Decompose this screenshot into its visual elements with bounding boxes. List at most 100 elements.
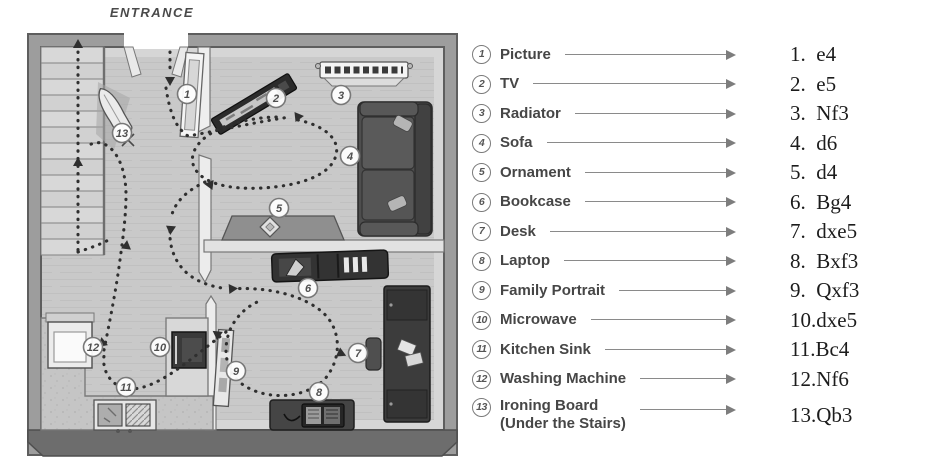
legend-row: 1 Picture 1. e4	[472, 40, 951, 70]
staircase	[40, 46, 106, 256]
move-label: 11.Bc4	[790, 337, 850, 362]
legend-row: 11 Kitchen Sink 11.Bc4	[472, 335, 951, 365]
move-label: 1. e4	[790, 42, 837, 67]
item-label-line2: (Under the Stairs)	[500, 415, 626, 432]
ornament-table	[221, 215, 345, 241]
plan-marker-circle	[330, 84, 352, 106]
plan-marker-circle	[149, 336, 171, 358]
item-label-wrap: Sofa	[500, 134, 533, 152]
item-label: Microwave	[500, 311, 577, 329]
legend-row: 9 Family Portrait 9. Qxf3	[472, 276, 951, 306]
plan-marker-circle	[115, 376, 137, 398]
item-number-badge: 5	[472, 163, 491, 183]
plan-marker-number: 4	[346, 151, 353, 163]
plan-marker-circle	[268, 197, 290, 219]
legend-row: 4 Sofa 4. d6	[472, 129, 951, 159]
plan-marker-number: 12	[87, 342, 99, 354]
item-label: Kitchen Sink	[500, 340, 591, 358]
plan-marker-number: 10	[154, 342, 167, 354]
legend-row: 5 Ornament 5. d4	[472, 158, 951, 188]
plan-marker-number: 13	[116, 128, 128, 140]
plan-marker-number: 3	[338, 90, 344, 102]
mapping-arrow	[574, 108, 737, 119]
radiator	[315, 61, 413, 87]
item-number-badge: 7	[472, 222, 491, 242]
item-number-badge: 1	[472, 45, 491, 65]
item-label: TV	[500, 75, 520, 93]
plan-marker-number: 8	[316, 387, 323, 399]
microwave	[165, 317, 209, 397]
item-label: Sofa	[500, 134, 533, 152]
move-label: 5. d4	[790, 160, 838, 185]
mapping-arrow	[639, 405, 737, 415]
legend-row: 7 Desk 7. dxe5	[472, 217, 951, 247]
move-label: 13.Qb3	[790, 403, 853, 427]
mapping-arrow	[549, 226, 737, 237]
move-label: 9. Qxf3	[790, 278, 860, 303]
mapping-arrow	[546, 138, 737, 149]
plan-marker-number: 9	[233, 366, 240, 378]
plan-marker-number: 11	[120, 382, 131, 394]
move-label: 2. e5	[790, 71, 837, 96]
item-label-wrap: Washing Machine	[500, 370, 626, 388]
legend-row: 3 Radiator 3. Nf3	[472, 99, 951, 129]
mapping-arrow	[640, 374, 736, 385]
item-label-wrap: Ornament	[500, 164, 571, 182]
item-label: Laptop	[500, 252, 550, 270]
mapping-arrow	[533, 79, 736, 90]
move-label: 3. Nf3	[790, 101, 849, 126]
move-label: 7. dxe5	[790, 219, 858, 244]
legend-row: 8 Laptop 8. Bxf3	[472, 247, 951, 277]
legend-row: 13 Ironing Board (Under the Stairs) 13.Q…	[472, 397, 951, 433]
mapping-arrow	[590, 315, 737, 326]
move-label: 4. d6	[790, 130, 838, 155]
plan-marker-circle	[176, 83, 198, 105]
item-number-badge: 12	[472, 369, 491, 389]
item-label-wrap: Picture	[500, 46, 551, 64]
item-label-wrap: TV	[500, 75, 519, 93]
item-label: Ornament	[500, 163, 571, 181]
desk	[365, 285, 431, 423]
mapping-arrow	[584, 197, 737, 208]
move-label: 8. Bxf3	[790, 248, 859, 273]
plan-marker-circle	[82, 336, 104, 358]
plan-marker-number: 5	[276, 203, 283, 215]
kitchen-sink	[93, 399, 157, 433]
item-number-badge: 13	[472, 398, 491, 417]
item-label: Picture	[500, 45, 551, 63]
plan-marker-circle	[308, 381, 330, 403]
move-label: 10.dxe5	[790, 307, 858, 332]
plan-marker-circle	[297, 277, 319, 299]
plan-marker-number: 6	[305, 283, 312, 295]
item-number-badge: 11	[472, 340, 491, 360]
item-number-badge: 8	[472, 251, 491, 271]
item-number-badge: 2	[472, 74, 491, 94]
item-label: Family Portrait	[500, 281, 606, 299]
item-label-wrap: Family Portrait	[500, 282, 605, 300]
floor-plan: ENTRANCE	[27, 5, 458, 457]
legend-row: 6 Bookcase 6. Bg4	[472, 188, 951, 218]
item-number-badge: 3	[472, 104, 491, 124]
item-label: Bookcase	[500, 193, 571, 211]
plan-marker-number: 1	[184, 89, 190, 101]
plan-marker-circle	[347, 342, 369, 364]
mapping-arrow	[604, 344, 737, 355]
legend-row: 10 Microwave 10.dxe5	[472, 306, 951, 336]
laptop	[269, 399, 355, 431]
plan-marker-number: 2	[272, 93, 279, 105]
item-label-wrap: Kitchen Sink	[500, 341, 591, 359]
item-label-wrap: Ironing Board (Under the Stairs)	[500, 397, 626, 433]
sofa	[357, 101, 433, 237]
plan-marker-circle	[111, 122, 133, 144]
item-label-wrap: Microwave	[500, 311, 577, 329]
move-label: 12.Nf6	[790, 366, 849, 391]
legend-panel: 1 Picture 1. e4 2 TV 2. e5 3 Radiator 3.…	[472, 40, 951, 433]
legend-row: 2 TV 2. e5	[472, 70, 951, 100]
item-label-wrap: Laptop	[500, 252, 550, 270]
plan-marker-circle	[265, 87, 287, 109]
item-label-wrap: Radiator	[500, 105, 561, 123]
legend-row: 12 Washing Machine 12.Nf6	[472, 365, 951, 395]
item-label: Ironing Board	[500, 397, 599, 414]
bookcase	[270, 249, 390, 283]
